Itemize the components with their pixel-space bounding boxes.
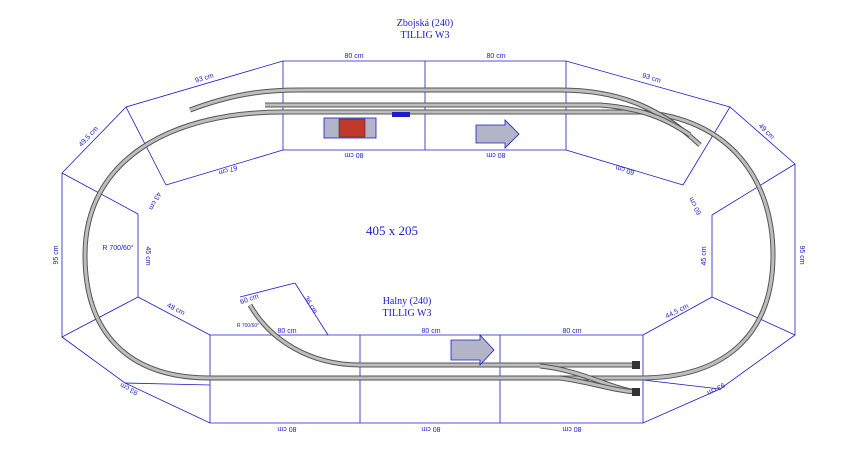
lower-station-sidings	[247, 303, 640, 396]
dim-left-95: 95 cm	[53, 245, 60, 264]
dim-diag-60: 60 cm	[239, 293, 259, 306]
baseboard-outline	[61, 60, 796, 424]
dim-left-inner-45: 45 cm	[144, 246, 151, 265]
layout-size: 405 x 205	[366, 223, 418, 238]
dim-bottom-80-c: 80 cm	[562, 328, 581, 335]
dim-radius-small: R 700/60°	[237, 323, 259, 329]
dim-bottom-80-a: 80 cm	[277, 328, 296, 335]
upper-station-siding	[189, 87, 702, 147]
dim-top-80-right-inner: 80 cm	[486, 151, 505, 158]
lower-station-model: TILLIG W3	[383, 308, 432, 319]
dim-bottom-80-d: 80 cm	[277, 425, 296, 432]
dim-radius: R 700/60°	[102, 244, 133, 252]
dim-inner-67: 67 cm	[218, 163, 238, 175]
dim-right-44: 44,5 cm	[665, 303, 691, 321]
dim-top-80-left: 80 cm	[344, 53, 363, 60]
lower-station-name: Halny (240)	[383, 296, 432, 307]
dim-diag-36: 36 cm	[302, 295, 318, 315]
dim-right-inner-45: 45 cm	[701, 246, 708, 265]
dim-top-80-left-inner: 80 cm	[344, 151, 363, 158]
dim-inner-60b: 60 cm	[688, 195, 703, 215]
upper-station-model: TILLIG W3	[401, 30, 450, 41]
upper-station-building	[323, 112, 410, 139]
dim-bottom-80-b: 80 cm	[421, 328, 440, 335]
dim-left-48: 48 cm	[166, 302, 186, 317]
dim-bottom-80-f: 80 cm	[562, 425, 581, 432]
dim-inner-60a: 60 cm	[615, 163, 635, 175]
main-loop-track	[82, 109, 776, 381]
dim-bottom-right-93: 93 cm	[705, 381, 725, 396]
dim-right-95: 95 cm	[798, 245, 805, 264]
lower-goods-shed	[450, 333, 495, 367]
upper-station-name: Zbojská (240)	[397, 18, 453, 29]
dim-inner-43: 43 cm	[147, 191, 162, 211]
dim-bottom-80-e: 80 cm	[421, 425, 440, 432]
dim-top-left-93: 93 cm	[194, 72, 214, 84]
upper-goods-shed	[475, 119, 520, 149]
dim-top-80-right: 80 cm	[486, 53, 505, 60]
